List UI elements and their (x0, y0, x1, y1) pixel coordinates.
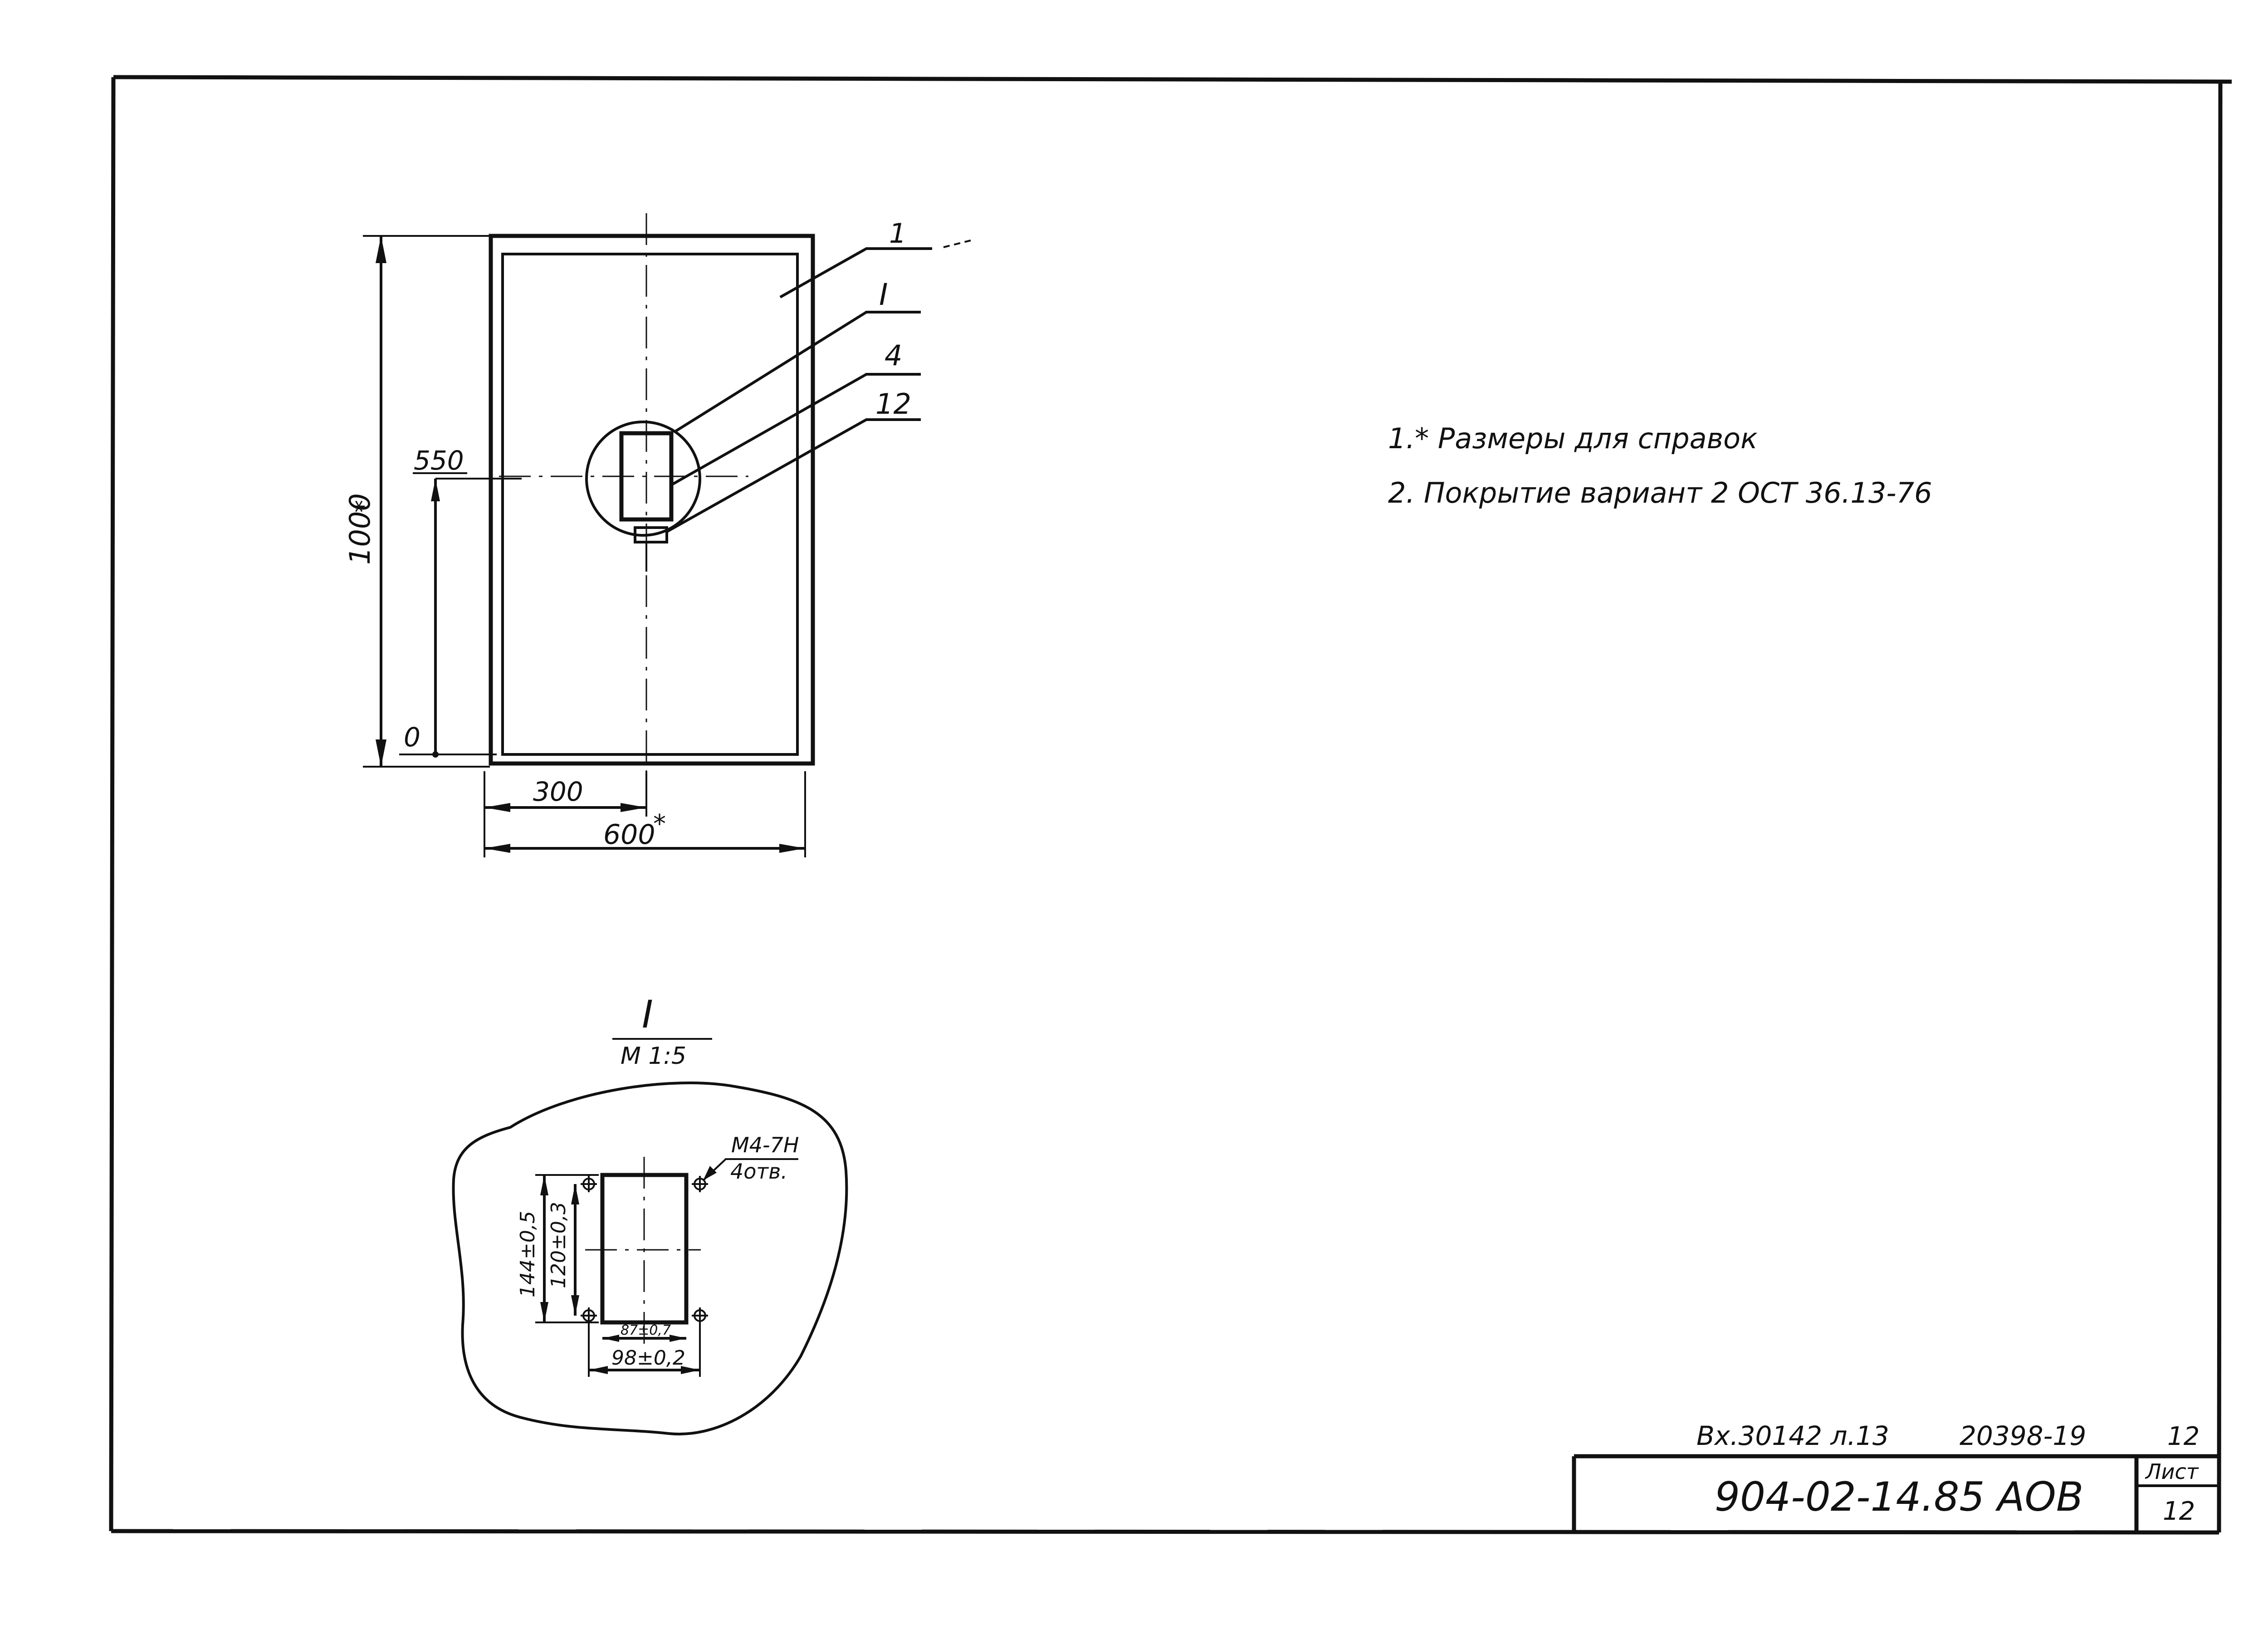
detail-scale: М 1:5 (621, 1043, 686, 1070)
dim-98: 98±0,2 (611, 1346, 685, 1370)
notes: 1.* Размеры для справок 2. Покрытие вари… (1388, 422, 1932, 509)
detail-circle (585, 421, 701, 537)
dim-120: 120±0,3 (547, 1202, 570, 1288)
dim-300: 300 (533, 776, 583, 807)
sheet-number: 12 (2163, 1497, 2195, 1526)
detail-break-outline (452, 1082, 848, 1435)
holes-label: 4отв. (730, 1159, 787, 1184)
note-2: 2. Покрытие вариант 2 ОСТ 36.13-76 (1388, 476, 1932, 509)
panel-view (489, 213, 815, 812)
dim-600: 600 (603, 819, 655, 851)
callout-I: I (879, 277, 888, 312)
dim-level-0: 0 (404, 722, 420, 753)
dim-height-star: * (349, 500, 378, 513)
callouts: 1 I 4 12 (666, 218, 971, 533)
dim-level-550: 550 (414, 445, 464, 476)
document-code: 904-02-14.85 АОВ (1715, 1473, 2083, 1520)
detail-view: I М 1:5 М4-7Н 4отв. 144±0,5 (452, 992, 848, 1435)
dim-600-star: * (653, 809, 666, 839)
sheet-label: Лист (2145, 1459, 2199, 1484)
dim-height-1000: 1000 (343, 493, 376, 565)
panel-outer-frame (489, 234, 815, 766)
part-12 (634, 526, 668, 543)
title-block: Вх.30142 л.13 20398-19 12 904-02-14.85 А… (1572, 1420, 2219, 1531)
inventory-number: Вх.30142 л.13 (1696, 1420, 1889, 1451)
detail-title: I (642, 992, 653, 1037)
main-dimensions: 1000 * 550 0 300 600 * (343, 235, 806, 857)
sheet-number-top: 12 (2167, 1422, 2200, 1451)
callout-1: 1 (889, 218, 906, 250)
callout-12: 12 (875, 387, 911, 421)
thread-label: М4-7Н (731, 1133, 799, 1157)
dim-144: 144±0,5 (516, 1211, 539, 1297)
registration-number: 20398-19 (1960, 1420, 2086, 1451)
device-4 (619, 431, 674, 522)
callout-4: 4 (885, 339, 902, 372)
panel-inner-frame (501, 253, 799, 756)
dim-87: 87±0,7 (621, 1322, 671, 1338)
sheet-frame (109, 75, 2232, 1535)
note-1: 1.* Размеры для справок (1388, 422, 1758, 455)
